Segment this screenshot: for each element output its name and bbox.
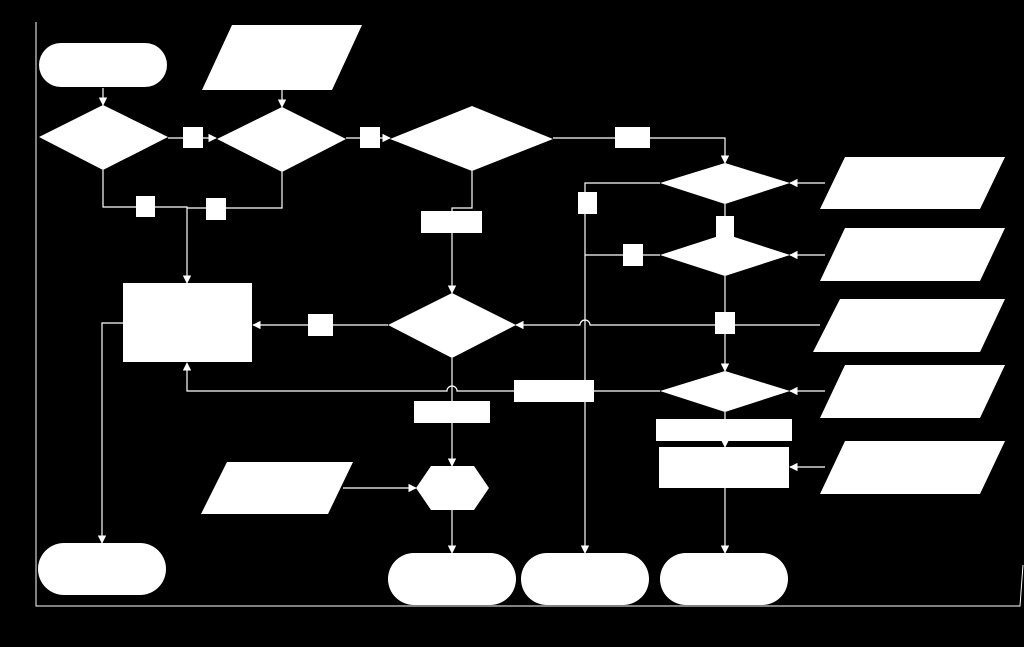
decision-right-3-diamond <box>660 371 790 412</box>
edge-process-left-to-end-left <box>97 322 123 544</box>
process-left-rectangle <box>123 283 252 362</box>
preparation-hexagon <box>416 466 489 510</box>
edge-label-box <box>615 127 650 148</box>
input-right-1-parallelogram <box>820 157 1005 209</box>
decision-right-2-diamond <box>660 234 790 276</box>
edge-label-box <box>136 196 155 217</box>
process-right-rectangle <box>659 447 789 488</box>
edge-label-box <box>715 312 735 334</box>
start-terminator <box>39 43 167 87</box>
edge-label-box <box>183 127 203 148</box>
edge-label-box <box>414 401 490 423</box>
connectors <box>97 88 825 554</box>
decision-2-diamond <box>217 107 346 172</box>
end-2-terminator <box>521 553 649 605</box>
decision-1-diamond <box>39 105 168 170</box>
edge-decision-3-to-decision-right-1 <box>553 137 730 164</box>
input-right-2-parallelogram <box>820 228 1005 281</box>
edge-input-right-3-to-decision-center <box>515 319 820 330</box>
input-right-3-parallelogram <box>813 299 1005 352</box>
decision-center-diamond <box>388 293 516 358</box>
edge-label-box <box>716 216 734 238</box>
edge-decision-right-3-to-process-left <box>182 362 660 392</box>
end-3-terminator <box>660 553 788 605</box>
edge-decision-right-1-to-end-2 <box>580 182 660 554</box>
end-1-terminator <box>388 553 516 605</box>
edge-label-box <box>514 380 594 402</box>
edge-decision-3-to-decision-center <box>447 171 473 294</box>
edge-label-box <box>421 211 482 233</box>
edge-label-box <box>623 244 643 266</box>
end-left-terminator <box>38 543 166 595</box>
decision-3-diamond <box>390 106 553 171</box>
edge-label-box <box>308 314 333 336</box>
nodes <box>38 25 1005 605</box>
input-right-4-parallelogram <box>820 365 1005 418</box>
edge-label-box <box>578 192 597 214</box>
input-right-5-parallelogram <box>820 441 1005 494</box>
edge-label-box <box>360 127 380 148</box>
diagram-frame <box>35 22 1024 607</box>
input-bottom-parallelogram <box>201 462 353 514</box>
edge-label-box <box>656 419 792 441</box>
edge-label-box <box>206 198 226 220</box>
decision-right-1-diamond <box>660 163 790 204</box>
edge-labels <box>136 127 792 441</box>
input-top-parallelogram <box>202 25 362 90</box>
